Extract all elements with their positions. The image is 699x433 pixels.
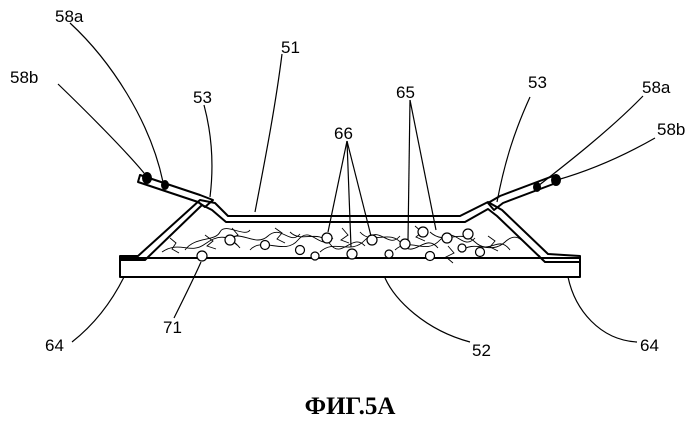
label-64-right: 64 <box>640 336 659 355</box>
label-58b-right: 58b <box>657 120 685 139</box>
label-66: 66 <box>334 124 353 143</box>
label-71: 71 <box>163 318 182 337</box>
label-52: 52 <box>472 341 491 360</box>
label-51: 51 <box>281 38 300 57</box>
label-58b-left: 58b <box>10 68 38 87</box>
label-53-left: 53 <box>193 88 212 107</box>
left-flap <box>138 172 213 207</box>
figure-caption: ФИГ.5А <box>305 393 396 420</box>
label-58a-right: 58a <box>642 78 671 97</box>
label-53-right: 53 <box>528 73 547 92</box>
left-tab-58b <box>142 172 152 184</box>
label-64-left: 64 <box>45 336 64 355</box>
right-tab-58b <box>551 174 561 186</box>
label-65: 65 <box>396 83 415 102</box>
reference-labels: 58a 58b 53 51 66 65 53 58a 58b 64 71 52 … <box>10 7 685 360</box>
label-58a-left: 58a <box>55 7 84 26</box>
right-tab-58a <box>533 182 541 192</box>
base-sheet <box>120 258 580 277</box>
left-tab-58a <box>161 180 169 190</box>
